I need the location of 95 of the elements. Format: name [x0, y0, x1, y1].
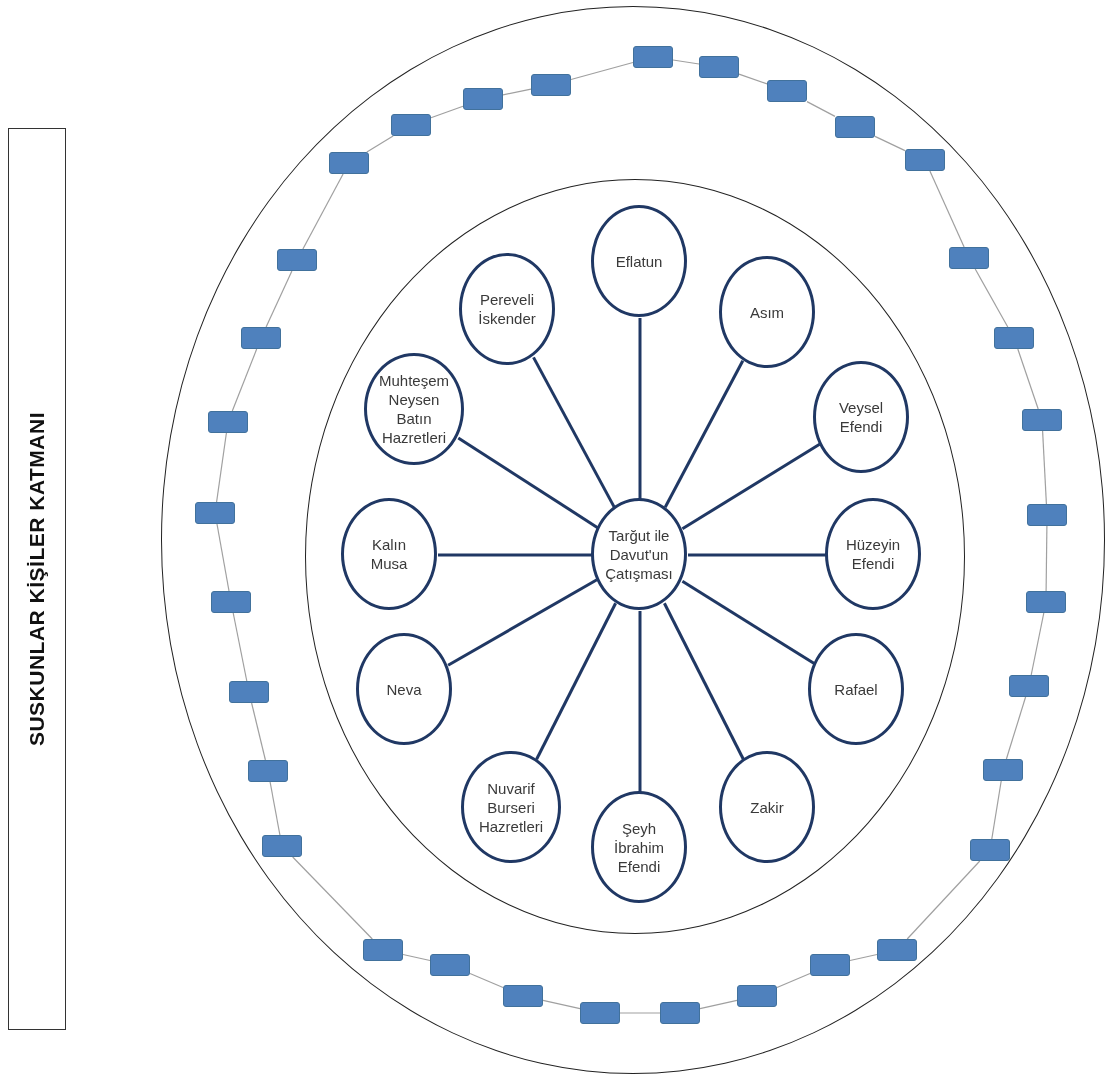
name-box	[736, 984, 777, 1007]
connector-line	[269, 781, 281, 836]
spoke-line	[663, 602, 745, 761]
connector-line	[738, 73, 768, 85]
connector-line	[292, 856, 373, 940]
name-box	[766, 79, 807, 102]
connector-line	[232, 612, 248, 682]
character-name: Pereveli İskender	[477, 290, 537, 328]
spoke-line	[638, 611, 642, 792]
character-name: Muhteşem Neysen Batın Hazretleri	[378, 371, 450, 447]
name-box	[530, 73, 571, 96]
spoke-line	[447, 578, 598, 667]
connector-line	[366, 135, 394, 153]
spoke-line	[532, 356, 616, 509]
connector-line	[849, 953, 878, 962]
connector-line	[265, 270, 293, 328]
name-box	[362, 938, 403, 961]
connector-line	[991, 780, 1002, 840]
connector-line	[874, 135, 906, 152]
spoke-line	[638, 318, 642, 499]
name-box	[834, 115, 875, 138]
connector-line	[776, 972, 811, 989]
name-box	[462, 87, 503, 110]
name-box	[993, 326, 1034, 349]
connector-line	[1045, 525, 1048, 592]
character-name: Hüzeyin Efendi	[844, 535, 902, 573]
name-box	[659, 1001, 700, 1024]
name-box	[809, 953, 850, 976]
spoke-line	[681, 580, 816, 665]
name-box	[276, 248, 317, 271]
spoke-line	[457, 436, 599, 530]
connector-line	[542, 999, 581, 1010]
name-box	[632, 45, 673, 68]
name-box	[228, 680, 269, 703]
connector-line	[469, 972, 504, 989]
connector-line	[1005, 696, 1027, 760]
layer-title: SUSKUNLAR KİŞİLER KATMANI	[25, 411, 49, 747]
connector-line	[216, 523, 230, 592]
connector-line	[302, 173, 344, 250]
name-box	[328, 151, 369, 174]
name-box	[698, 55, 739, 78]
name-box	[1008, 674, 1049, 697]
name-box	[390, 113, 431, 136]
character-circle	[591, 498, 687, 610]
name-box	[1026, 503, 1067, 526]
name-box	[210, 590, 251, 613]
title-frame	[8, 128, 66, 1030]
connector-line	[672, 59, 700, 65]
connector-line	[619, 1012, 661, 1014]
character-name: Neva	[385, 679, 423, 699]
name-box	[207, 410, 248, 433]
name-box	[982, 758, 1023, 781]
spoke-line	[438, 553, 592, 557]
connector-line	[806, 101, 836, 117]
name-box	[240, 326, 281, 349]
character-name: Kalın Musa	[369, 535, 409, 573]
character-name: Veysel Efendi	[837, 398, 885, 436]
character-name: Rafael	[833, 679, 879, 699]
character-name: Zakir	[749, 797, 785, 817]
character-name: Şeyh İbrahim Efendi	[613, 818, 665, 876]
name-box	[194, 501, 235, 524]
connector-line	[570, 61, 634, 81]
ellipse-frame	[304, 179, 965, 934]
name-box	[429, 953, 470, 976]
name-box	[1021, 408, 1062, 431]
spoke-line	[681, 442, 821, 531]
name-box	[247, 759, 288, 782]
name-box	[579, 1001, 620, 1024]
connector-line	[929, 170, 965, 248]
name-box	[1025, 590, 1066, 613]
connector-line	[1017, 348, 1039, 410]
connector-line	[251, 702, 266, 761]
connector-line	[974, 268, 1009, 328]
connector-line	[216, 432, 227, 503]
connector-line	[1030, 612, 1045, 676]
connector-line	[402, 953, 431, 962]
character-name: Asım	[748, 302, 786, 322]
character-name: Nuvarif Burseri Hazretleri	[477, 778, 545, 836]
connector-line	[502, 88, 532, 96]
connector-line	[906, 860, 981, 940]
character-name: Tarğut ile Davut'un Çatışması	[604, 525, 674, 583]
connector-line	[699, 999, 738, 1010]
name-box	[948, 246, 989, 269]
connector-line	[430, 105, 464, 119]
connector-line	[231, 348, 258, 412]
name-box	[261, 834, 302, 857]
spoke-line	[663, 360, 745, 508]
character-name: Eflatun	[614, 251, 664, 271]
spoke-line	[535, 602, 617, 760]
name-box	[876, 938, 917, 961]
connector-line	[1042, 430, 1047, 505]
spoke-line	[688, 553, 826, 557]
name-box	[502, 984, 543, 1007]
name-box	[904, 148, 945, 171]
name-box	[969, 838, 1010, 861]
